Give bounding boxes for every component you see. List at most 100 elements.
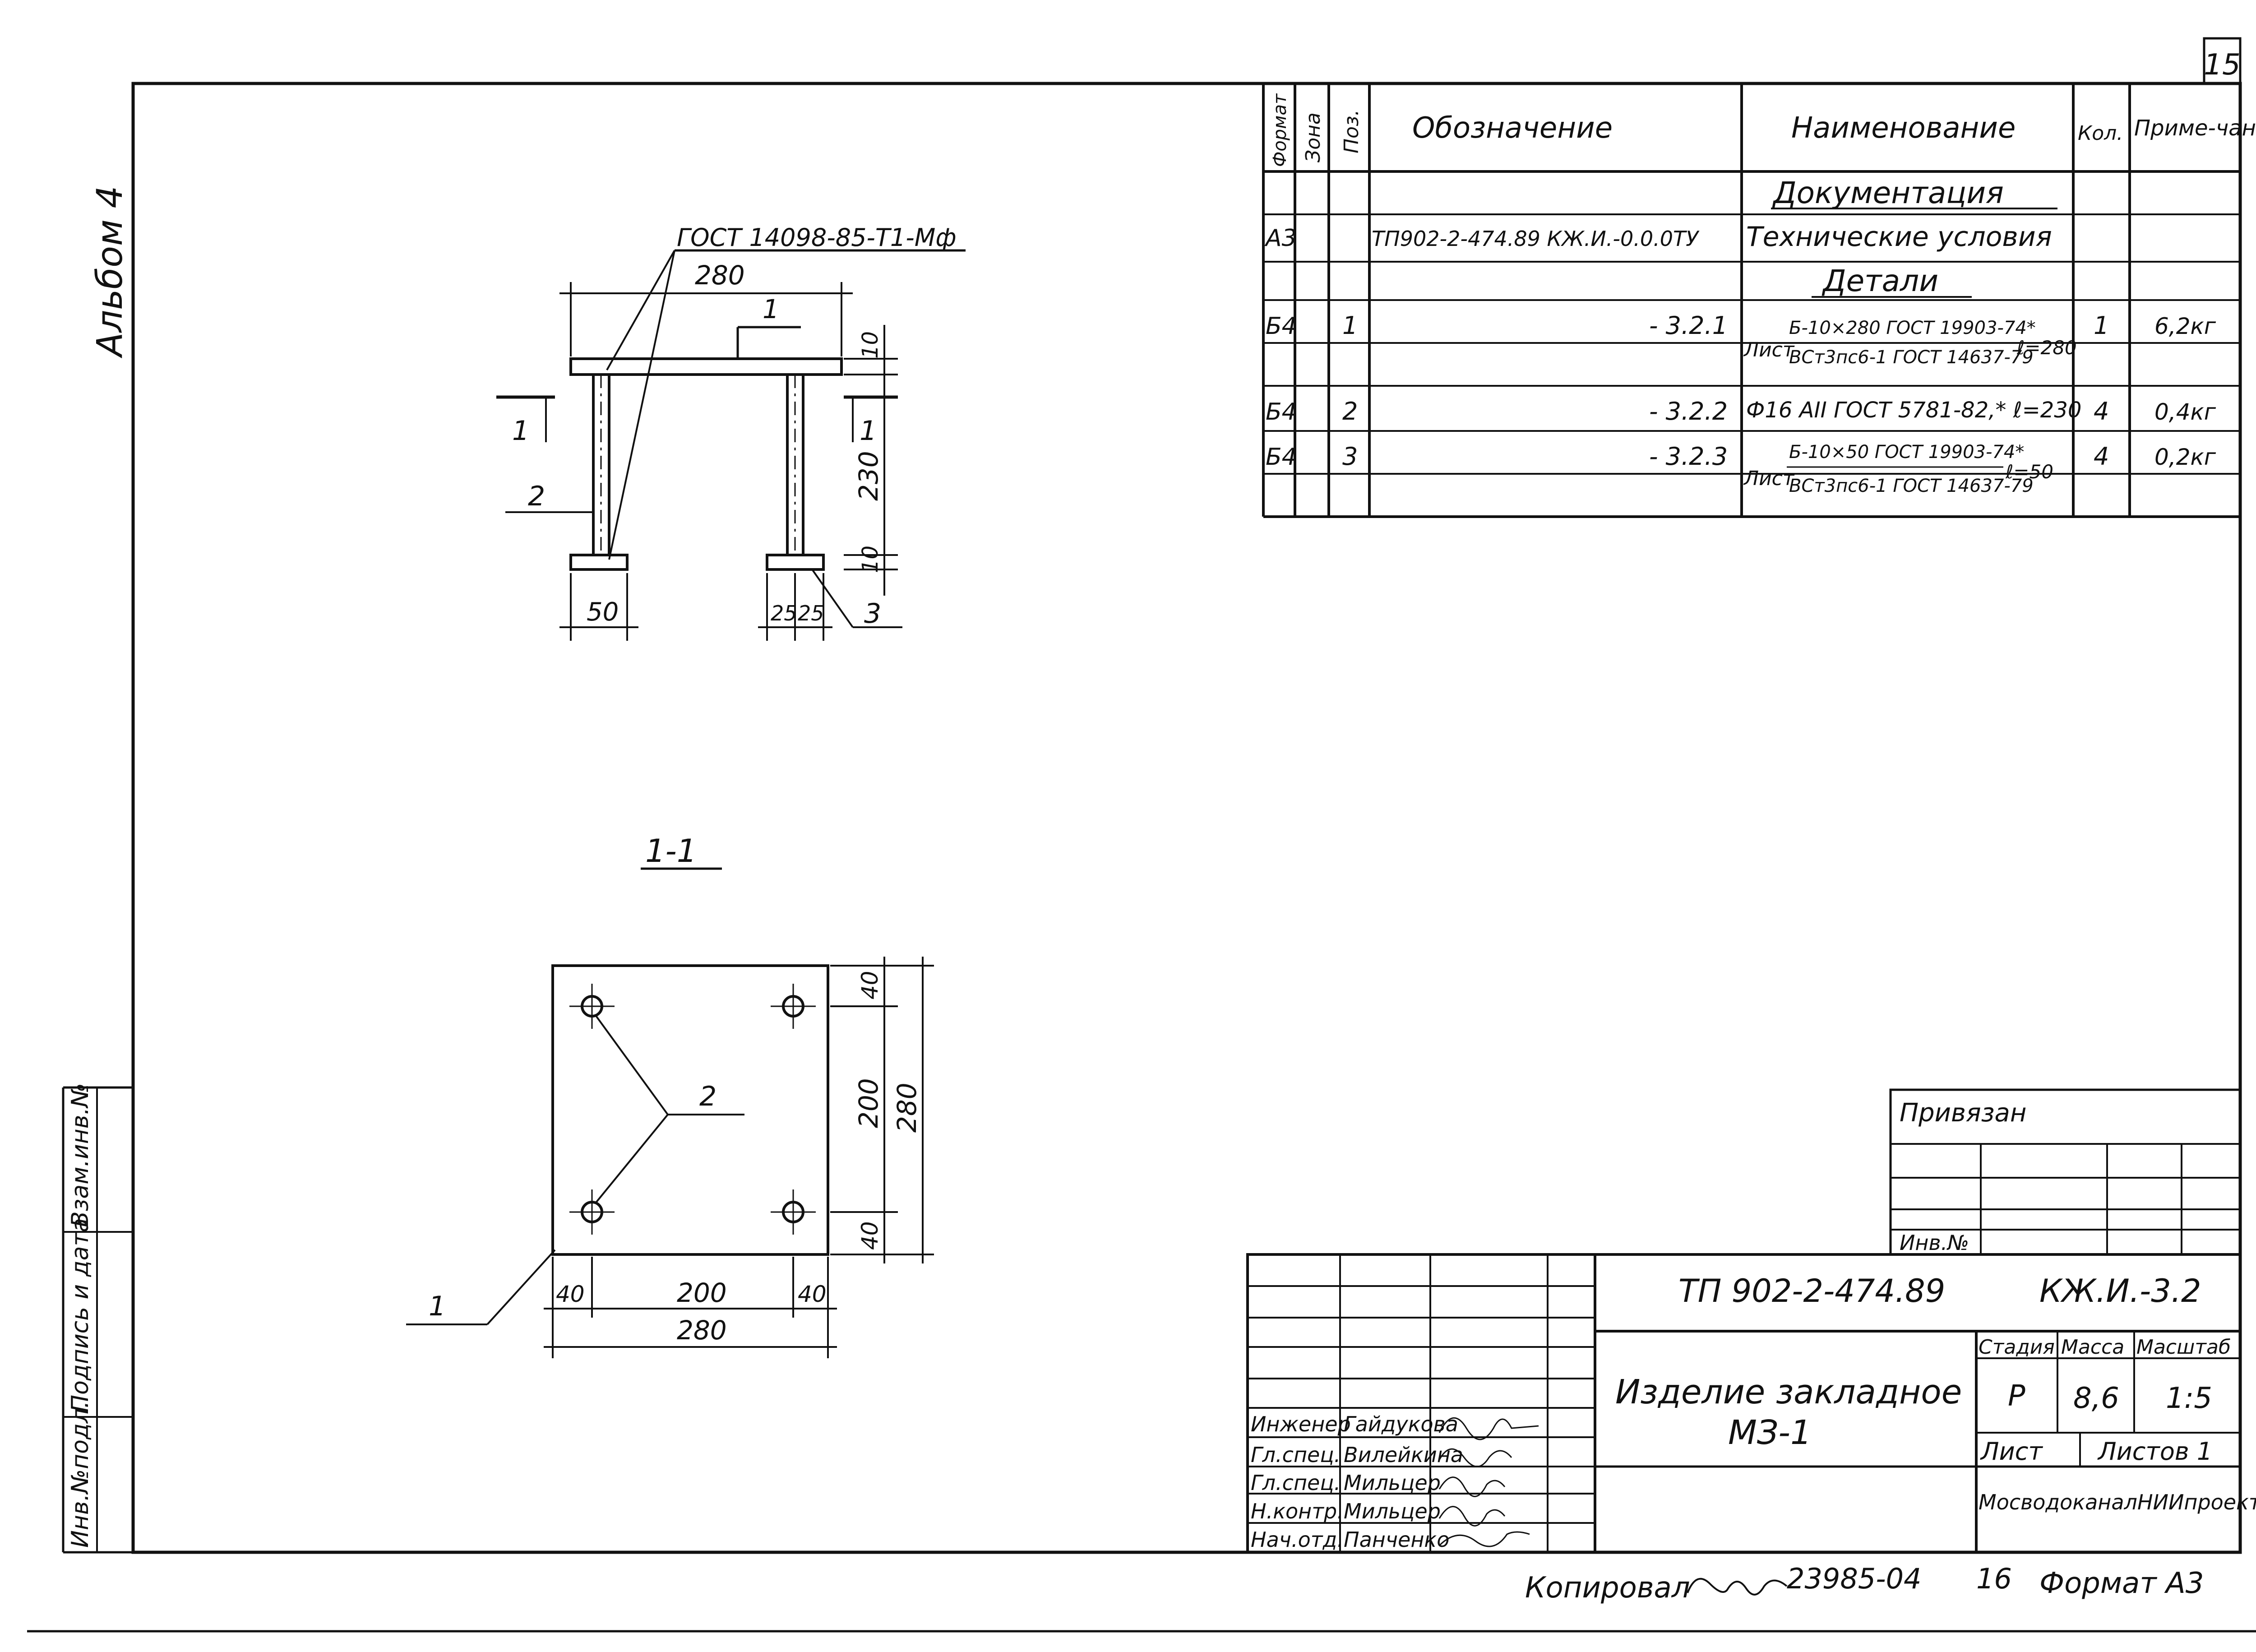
tb-role-4: Нач.отд. xyxy=(1251,1527,1344,1552)
spec-header-pos: Поз. xyxy=(1340,110,1363,153)
pos-3-label: 3 xyxy=(864,598,881,629)
footer-order: 23985-04 xyxy=(1787,1562,1922,1595)
spec-section-parts: Детали xyxy=(1821,264,1938,298)
plan-dim-v-bot: 40 xyxy=(857,1221,883,1250)
spec-table xyxy=(1262,83,2240,518)
tb-people: Инженер Гайдукова Гл.спец. Вилейкина Гл.… xyxy=(1251,1412,1463,1552)
spec-row1-format: Б4 xyxy=(1266,313,1297,340)
tb-mass-label: Масса xyxy=(2061,1336,2124,1359)
footer-copied: Копировал xyxy=(1525,1571,1690,1605)
plan-dim-h-right: 40 xyxy=(798,1281,827,1307)
spec-row2-designation: - 3.2.2 xyxy=(1649,397,1728,426)
dim-rod-height: 230 xyxy=(853,451,884,501)
tb-role-1: Гл.спец. xyxy=(1251,1443,1341,1467)
spec-header-designation: Обозначение xyxy=(1412,111,1613,145)
section-title: 1-1 xyxy=(645,833,697,870)
tb-stage: Р xyxy=(2008,1379,2025,1413)
spec-row1-name-suffix: ℓ=280 xyxy=(2016,337,2077,359)
tb-code: КЖ.И.-3.2 xyxy=(2039,1273,2201,1310)
spec-row3-pos: 3 xyxy=(1342,442,1358,471)
spec-row0-format: А3 xyxy=(1264,225,1297,252)
footer-num: 16 xyxy=(1976,1562,2012,1595)
tb-role-3: Н.контр. xyxy=(1251,1499,1344,1523)
pos-2-label: 2 xyxy=(528,481,545,512)
dim-top-width: 280 xyxy=(695,260,745,291)
spec-row2-name: Ф16 АII ГОСТ 5781-82,* ℓ=230 xyxy=(1746,398,2081,423)
spec-row1-note: 6,2кг xyxy=(2154,313,2216,339)
tb-name-line2: МЗ-1 xyxy=(1728,1413,1812,1452)
tb-person-2: Мильцер xyxy=(1344,1471,1441,1495)
tb-person-3: Мильцер xyxy=(1344,1499,1441,1523)
dim-right-b: 25 xyxy=(798,601,824,625)
plan-dim-v-total: 280 xyxy=(892,1083,922,1133)
tb-project: ТП 902-2-474.89 xyxy=(1678,1273,1945,1310)
spec-header-note: Приме-чание xyxy=(2134,116,2256,141)
tb-person-4: Панченко xyxy=(1344,1527,1449,1552)
spec-row1-name-top: Б-10×280 ГОСТ 19903-74* xyxy=(1789,318,2036,338)
side-stamp-vzam: Взам.инв.№ xyxy=(67,1083,94,1227)
weld-pos-1: 1 xyxy=(763,294,779,324)
dim-plate-thick: 10 xyxy=(858,331,883,359)
spec-header-format: Формат xyxy=(1270,93,1290,167)
spec-header-qty: Кол. xyxy=(2078,122,2123,145)
plan-dim-h-total: 280 xyxy=(677,1315,727,1346)
tb-sheet-label: Лист xyxy=(1980,1437,2043,1466)
tb-org: МосводоканалНИИпроект xyxy=(1979,1490,2256,1514)
footer-format: Формат А3 xyxy=(2039,1567,2204,1600)
spec-row0-name: Технические условия xyxy=(1746,221,2052,253)
plan-view xyxy=(406,957,934,1358)
dim-bottom-thick: 10 xyxy=(858,546,883,573)
spec-row2-format: Б4 xyxy=(1266,398,1297,426)
plan-dim-v-mid: 200 xyxy=(853,1078,884,1128)
tb-mass: 8,6 xyxy=(2073,1382,2119,1415)
tb-name-line1: Изделие закладное xyxy=(1615,1373,1962,1411)
spec-row3-qty: 4 xyxy=(2094,442,2109,471)
spec-row3-note: 0,2кг xyxy=(2154,444,2216,470)
spec-header-zone: Зона xyxy=(1302,112,1325,162)
plan-pos-1: 1 xyxy=(429,1291,446,1322)
spec-row2-note: 0,4кг xyxy=(2154,399,2216,425)
plan-dim-h-mid: 200 xyxy=(677,1277,727,1308)
tb-person-1: Вилейкина xyxy=(1344,1443,1463,1467)
frame xyxy=(27,37,2256,1633)
spec-row3-designation: - 3.2.3 xyxy=(1649,442,1728,471)
privyazan-title: Привязан xyxy=(1900,1098,2026,1128)
spec-row1-designation: - 3.2.1 xyxy=(1649,311,1728,340)
spec-row3-name-bottom: ВСт3пс6-1 ГОСТ 14637-79 xyxy=(1789,476,2034,496)
tb-stage-label: Стадия xyxy=(1979,1336,2055,1359)
tb-scale: 1:5 xyxy=(2166,1382,2212,1415)
copier-signature xyxy=(1687,1578,1788,1596)
section-mark-left: 1 xyxy=(512,415,529,447)
album-label: Альбом 4 xyxy=(90,186,130,359)
section-mark-right: 1 xyxy=(860,415,877,447)
spec-header-name: Наименование xyxy=(1791,111,2016,145)
elevation-view xyxy=(496,249,966,641)
spec-row1-name-prefix: Лист xyxy=(1743,338,1795,361)
tb-scale-label: Масштаб xyxy=(2136,1336,2231,1359)
tb-role-0: Инженер xyxy=(1251,1412,1351,1436)
spec-row0-designation: ТП902-2-474.89 КЖ.И.-0.0.0ТУ xyxy=(1372,227,1700,251)
spec-row2-pos: 2 xyxy=(1342,397,1358,426)
plan-dim-v-top: 40 xyxy=(857,971,883,1000)
plan-dim-h-left: 40 xyxy=(556,1281,585,1307)
dim-left-plate: 50 xyxy=(587,597,619,627)
spec-section-docs: Документация xyxy=(1772,176,2004,210)
side-stamp-podpis: Подпись и дата xyxy=(67,1218,94,1412)
dim-right-a: 25 xyxy=(771,601,797,625)
spec-row3-name-suffix: ℓ=50 xyxy=(2005,461,2053,483)
side-stamp-inv-podl: Инв.№подл. xyxy=(67,1401,94,1548)
privyazan-inv: Инв.№ xyxy=(1900,1231,1969,1255)
gost-label: ГОСТ 14098-85-Т1-Мф xyxy=(677,223,957,252)
tb-role-2: Гл.спец. xyxy=(1251,1471,1341,1495)
page-number: 15 xyxy=(2204,48,2240,82)
spec-row1-name-bottom: ВСт3пс6-1 ГОСТ 14637-79 xyxy=(1789,347,2034,368)
spec-row1-qty: 1 xyxy=(2094,311,2109,340)
title-block xyxy=(1246,1253,2242,1554)
plan-pos-2: 2 xyxy=(699,1081,717,1112)
tb-sheets-label: Листов 1 xyxy=(2097,1437,2212,1466)
spec-row3-name-top: Б-10×50 ГОСТ 19903-74* xyxy=(1789,442,2024,463)
spec-row3-name-prefix: Лист xyxy=(1743,467,1795,490)
tb-person-0: Гайдукова xyxy=(1344,1412,1458,1436)
spec-row3-format: Б4 xyxy=(1266,444,1297,471)
